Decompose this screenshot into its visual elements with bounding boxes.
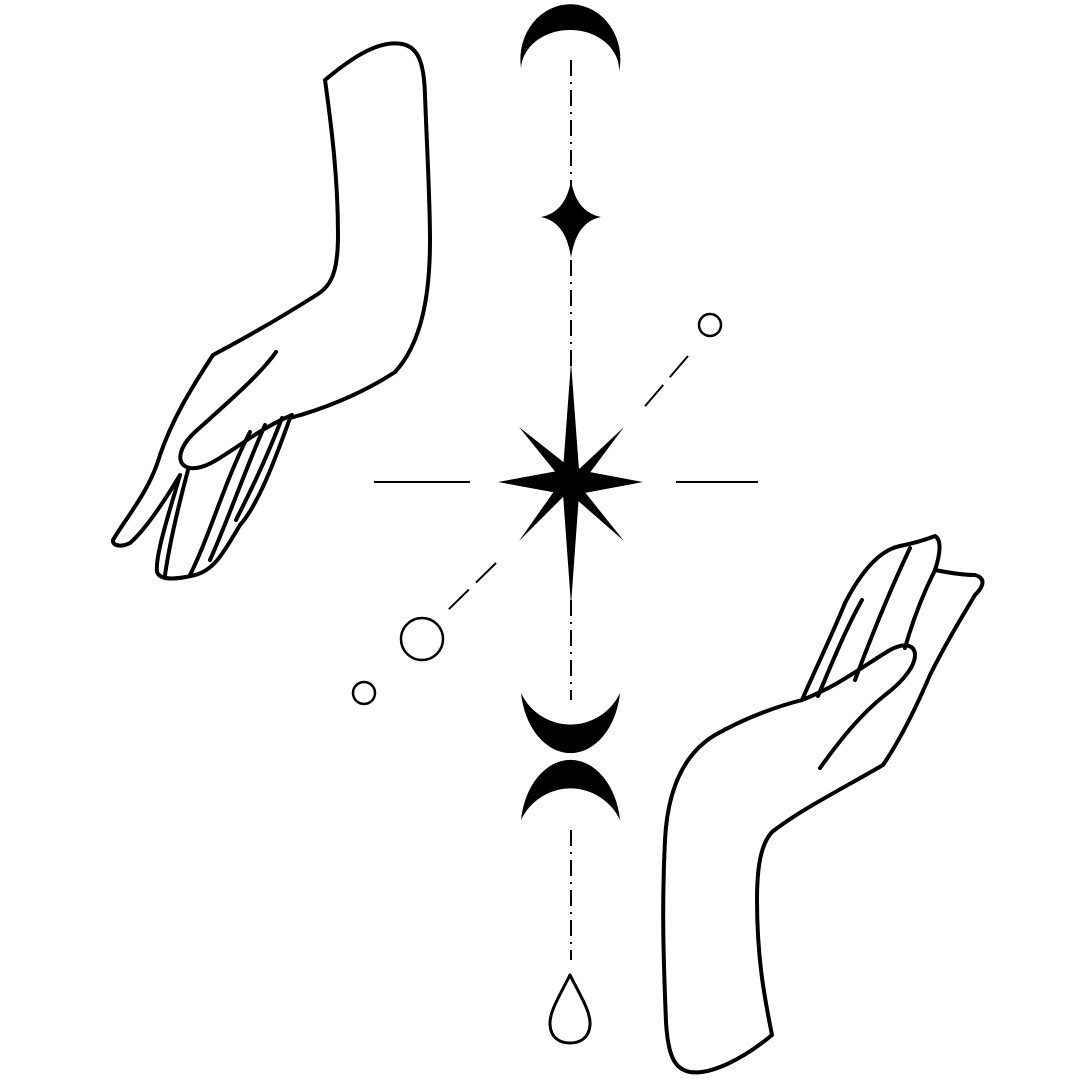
orbit-circle-top-right [697, 312, 723, 338]
double-crescent-icon [521, 693, 620, 820]
lower-hand-outline [661, 534, 985, 1075]
lower-hand-finger-3 [903, 568, 937, 650]
upper-hand-finger-4 [188, 430, 252, 577]
lower-hand-finger-2 [853, 546, 912, 682]
four-point-star-icon [541, 180, 601, 258]
lower-hand [661, 534, 985, 1075]
upper-hand-finger-1 [178, 350, 294, 471]
diagonal-line-upper [639, 355, 689, 413]
lower-hand-finger-1 [816, 598, 864, 698]
orbit-circle-large [399, 616, 445, 662]
orbit-circle-small [351, 680, 377, 706]
upper-hand-outline [110, 41, 432, 581]
droplet-icon [548, 973, 592, 1045]
eight-point-star-icon [498, 362, 643, 605]
crescent-moon-icon [520, 4, 621, 73]
star-center [555, 466, 587, 498]
upper-hand [110, 41, 432, 581]
double-crescent-top [521, 693, 620, 754]
upper-hand-finger-5 [163, 468, 190, 577]
double-crescent-bottom [521, 759, 620, 820]
upper-hand-finger-3 [234, 416, 284, 522]
orbit-circles [351, 312, 723, 706]
upper-hand-finger-2 [208, 423, 267, 562]
diagonal-line-lower [447, 562, 497, 611]
